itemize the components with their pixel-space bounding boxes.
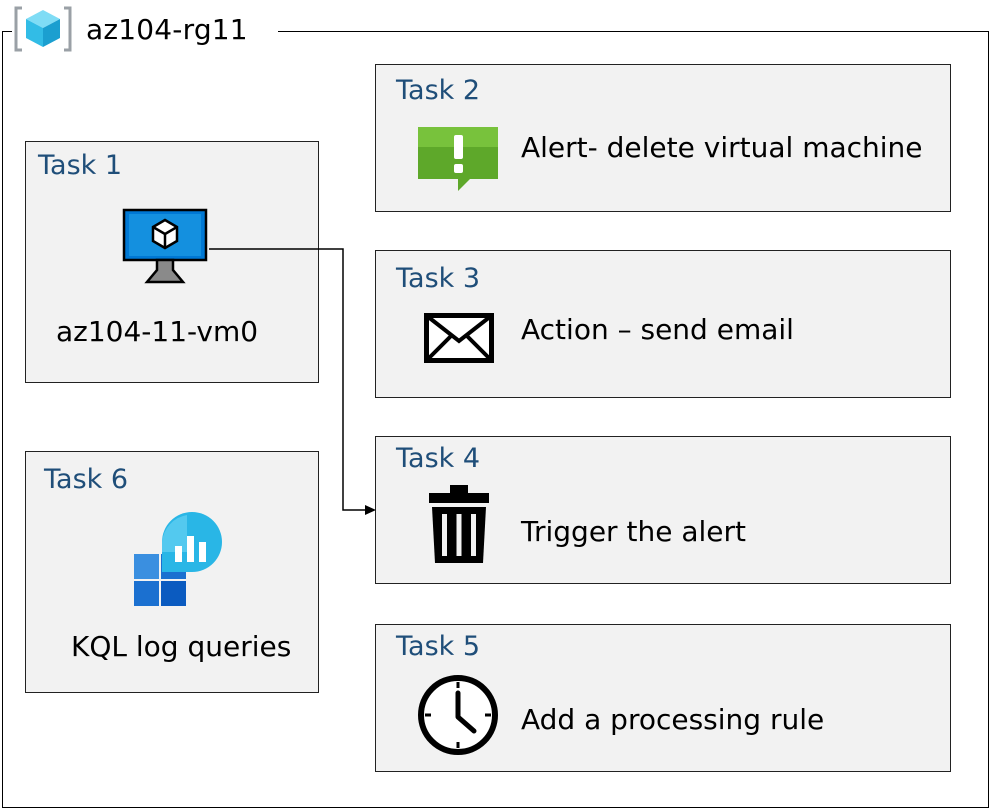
log-analytics-icon bbox=[134, 512, 222, 606]
task-1-text: az104-11-vm0 bbox=[56, 315, 259, 348]
task-3-label: Task 3 bbox=[396, 263, 481, 294]
resource-group-title: az104-rg11 bbox=[86, 12, 248, 46]
resource-group-icon bbox=[14, 6, 72, 52]
task-1-box: Task 1 az104-11-vm0 bbox=[25, 141, 319, 383]
task-5-text: Add a processing rule bbox=[521, 703, 825, 736]
task-3-text: Action – send email bbox=[521, 313, 794, 346]
task-3-box: Task 3 Action – send email bbox=[375, 250, 951, 398]
task-4-text: Trigger the alert bbox=[521, 515, 746, 548]
task-5-label: Task 5 bbox=[396, 631, 481, 662]
task-4-box: Task 4 Trigger the alert bbox=[375, 436, 951, 584]
task-2-box: Task 2 Alert- delete virtual machine bbox=[375, 64, 951, 212]
task-2-text: Alert- delete virtual machine bbox=[521, 131, 923, 164]
virtual-machine-icon bbox=[122, 208, 208, 284]
task-6-text: KQL log queries bbox=[71, 630, 292, 663]
task-6-label: Task 6 bbox=[44, 464, 129, 495]
task-5-box: Task 5 Add a processing rule bbox=[375, 624, 951, 772]
task-1-label: Task 1 bbox=[38, 150, 123, 181]
task-2-label: Task 2 bbox=[396, 75, 481, 106]
alert-icon bbox=[418, 127, 498, 191]
task-6-box: Task 6 KQL log queries bbox=[25, 451, 319, 693]
resource-group-header: az104-rg11 bbox=[12, 4, 278, 54]
clock-icon bbox=[418, 675, 498, 755]
resource-group-frame bbox=[2, 31, 989, 808]
envelope-icon bbox=[424, 313, 494, 363]
task-4-label: Task 4 bbox=[396, 443, 481, 474]
trash-icon bbox=[429, 485, 489, 563]
